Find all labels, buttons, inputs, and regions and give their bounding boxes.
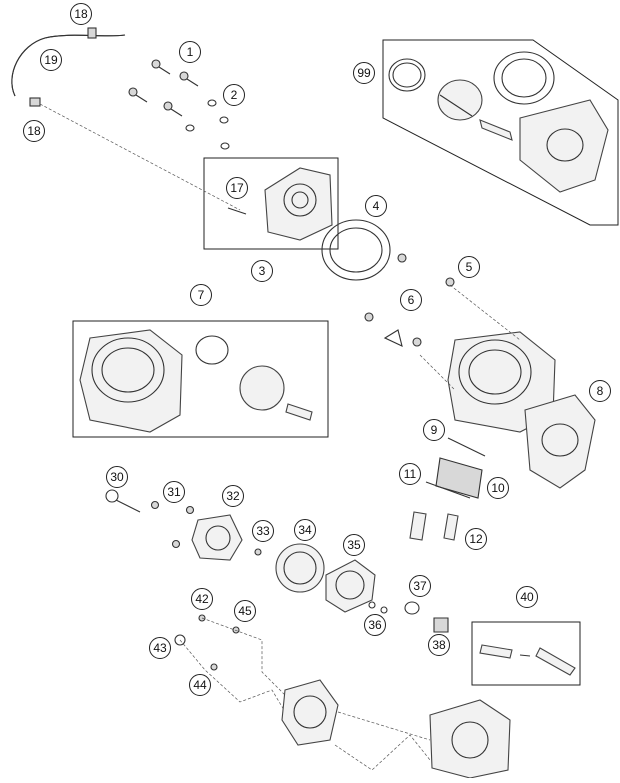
stud-12b (443, 513, 459, 541)
callout-7[interactable]: 7 (190, 284, 212, 306)
callout-5[interactable]: 5 (458, 256, 480, 278)
callout-11[interactable]: 11 (399, 463, 421, 485)
callout-42[interactable]: 42 (191, 588, 213, 610)
clamp-18-top (87, 27, 97, 39)
callout-40[interactable]: 40 (516, 586, 538, 608)
clip-11 (425, 481, 471, 499)
callout-34[interactable]: 34 (294, 519, 316, 541)
kit-99-parts (388, 51, 609, 193)
callout-6[interactable]: 6 (400, 289, 422, 311)
spark-plug-17 (227, 207, 247, 215)
washers-2 (185, 99, 230, 150)
valve-kit-box (471, 621, 581, 686)
callout-19[interactable]: 19 (40, 49, 62, 71)
clamp-18-bottom (29, 97, 41, 107)
stud-12a (409, 511, 427, 541)
lower-cover (281, 679, 339, 746)
cylinder-kit-box (72, 320, 329, 438)
cylinder-7 (79, 329, 183, 433)
hose-19 (11, 34, 126, 97)
callout-4[interactable]: 4 (365, 195, 387, 217)
callout-36[interactable]: 36 (364, 614, 386, 636)
callout-35[interactable]: 35 (343, 534, 365, 556)
callout-44[interactable]: 44 (189, 674, 211, 696)
callout-32[interactable]: 32 (222, 485, 244, 507)
screw-30 (105, 489, 119, 503)
callout-17[interactable]: 17 (226, 177, 248, 199)
pin-9 (447, 437, 486, 457)
callout-99[interactable]: 99 (353, 62, 375, 84)
callout-33[interactable]: 33 (252, 520, 274, 542)
callout-37[interactable]: 37 (409, 575, 431, 597)
o-ring-37 (404, 601, 420, 615)
callout-45[interactable]: 45 (234, 600, 256, 622)
callout-3[interactable]: 3 (251, 260, 273, 282)
bracket-6 (383, 329, 403, 347)
callout-1[interactable]: 1 (179, 41, 201, 63)
cylinder-head-box (203, 157, 339, 250)
piston-ring (195, 335, 229, 365)
callout-38[interactable]: 38 (428, 634, 450, 656)
gasket-8 (524, 394, 596, 489)
callout-12[interactable]: 12 (465, 528, 487, 550)
lower-head (429, 699, 511, 779)
spring-38 (433, 617, 449, 633)
cover-32 (191, 514, 243, 561)
needle-bearing-10 (435, 457, 483, 499)
bolts-1 (128, 59, 199, 117)
gasket-4 (321, 219, 391, 281)
callout-30[interactable]: 30 (106, 466, 128, 488)
callout-43[interactable]: 43 (149, 637, 171, 659)
piston (239, 365, 285, 411)
cylinder-head (264, 167, 333, 241)
piston-pin (285, 403, 313, 421)
hose-19-inner (11, 34, 126, 97)
callout-10[interactable]: 10 (487, 477, 509, 499)
callout-2[interactable]: 2 (223, 84, 245, 106)
housing-35 (325, 559, 376, 613)
callout-8[interactable]: 8 (589, 380, 611, 402)
callout-9[interactable]: 9 (423, 419, 445, 441)
kit-99-box (382, 39, 619, 226)
callout-18-top[interactable]: 18 (70, 3, 92, 25)
callout-31[interactable]: 31 (163, 481, 185, 503)
callout-18-bottom[interactable]: 18 (23, 120, 45, 142)
diaphragm-34 (275, 543, 325, 593)
